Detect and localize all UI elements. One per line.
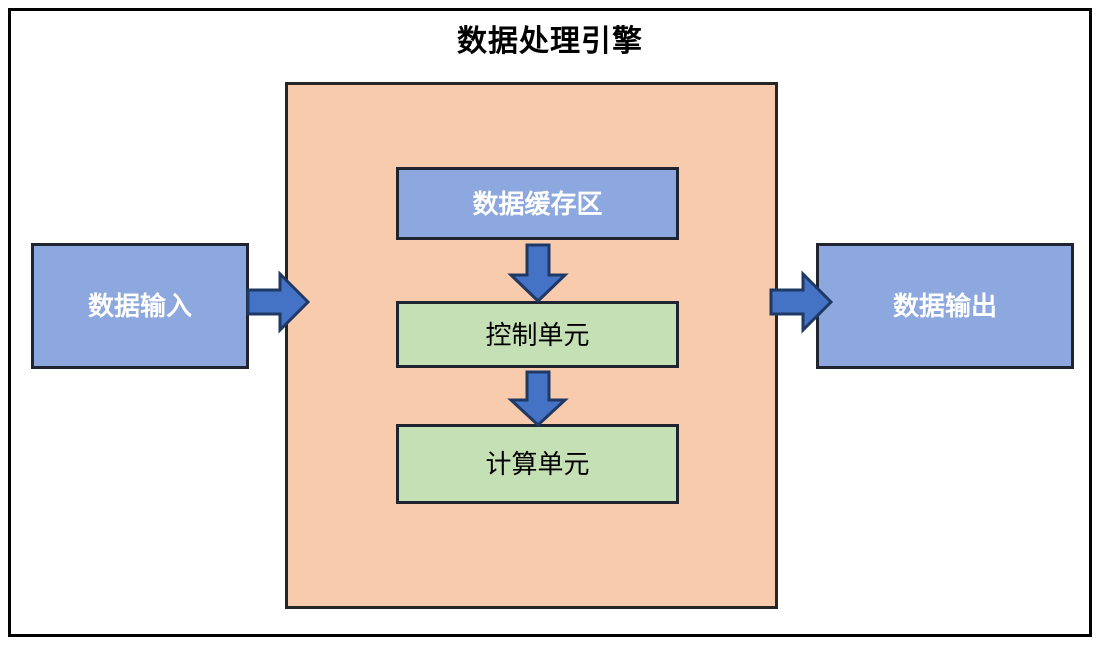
node-control-unit[interactable]: 控制单元 — [396, 301, 679, 368]
arrow-down-icon-control-to-compute — [507, 370, 569, 428]
arrow-right-icon-input-to-engine — [246, 270, 311, 334]
diagram-title: 数据处理引擎 — [457, 25, 643, 58]
arrow-right-icon-engine-to-output — [769, 270, 834, 334]
node-data-input[interactable]: 数据输入 — [31, 243, 249, 369]
node-data-output-label: 数据输出 — [892, 291, 997, 321]
node-data-input-label: 数据输入 — [87, 291, 192, 321]
node-data-cache[interactable]: 数据缓存区 — [396, 167, 679, 240]
arrow-down-icon-cache-to-control — [507, 243, 569, 304]
node-compute-unit[interactable]: 计算单元 — [396, 424, 679, 504]
node-control-unit-label: 控制单元 — [485, 319, 590, 350]
node-compute-unit-label: 计算单元 — [485, 449, 590, 479]
node-data-output[interactable]: 数据输出 — [816, 243, 1074, 369]
node-data-cache-label: 数据缓存区 — [472, 188, 603, 219]
